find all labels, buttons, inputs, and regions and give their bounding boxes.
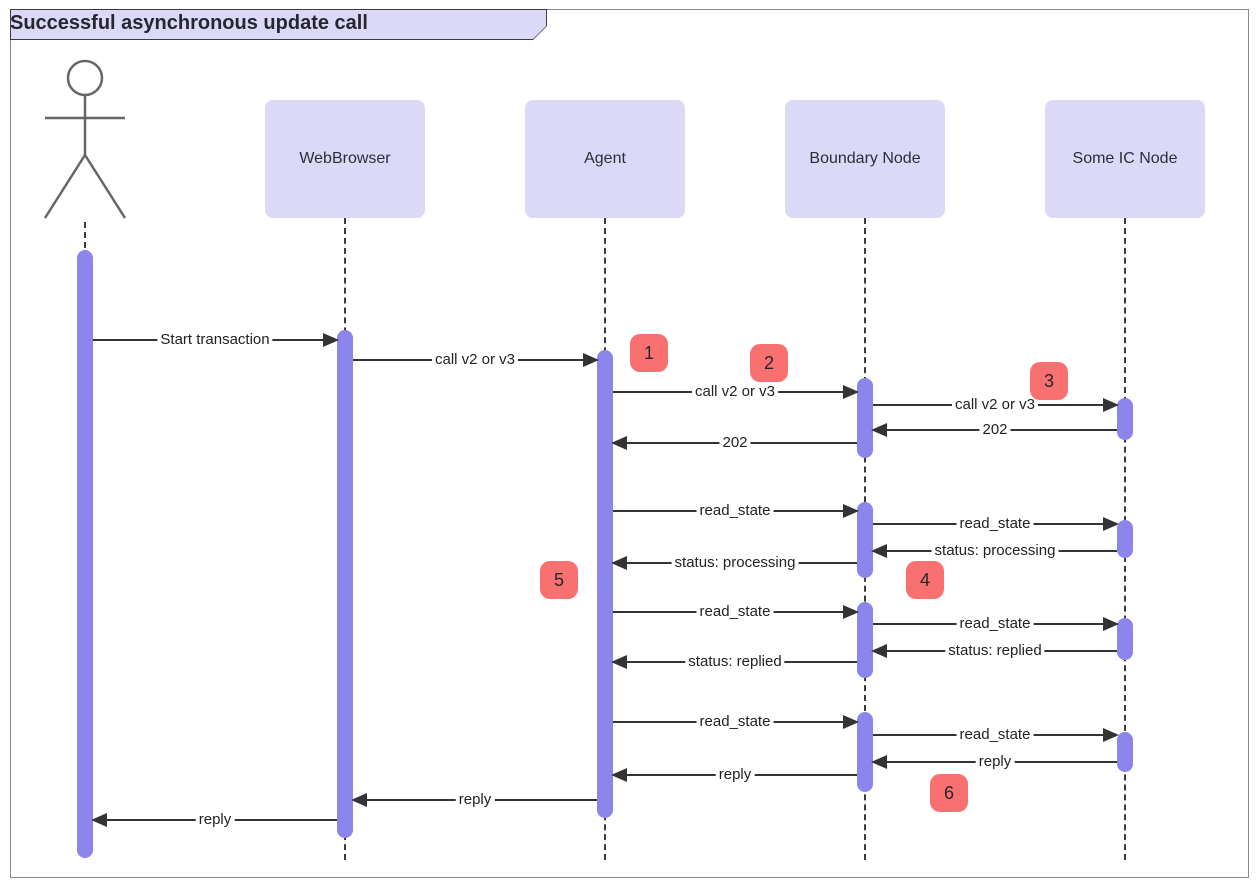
- activation-bar-ic-node: [1117, 732, 1133, 772]
- activation-bar-actor: [77, 250, 93, 858]
- activation-bar-boundary: [857, 602, 873, 678]
- message-arrow: call v2 or v3: [353, 351, 599, 369]
- message-label: Start transaction: [157, 331, 273, 349]
- message-label: status: replied: [685, 653, 785, 671]
- message-label: 202: [719, 434, 751, 452]
- arrowhead-left-icon: [611, 655, 627, 669]
- message-arrow: call v2 or v3: [873, 396, 1119, 414]
- message-label: read_state: [696, 603, 774, 621]
- step-badge-2: 2: [750, 344, 788, 382]
- arrowhead-right-icon: [843, 715, 859, 729]
- participant-label: Agent: [584, 150, 626, 167]
- arrowhead-right-icon: [1103, 398, 1119, 412]
- step-badge-label: 6: [943, 782, 954, 803]
- title-tab-fill: [11, 10, 546, 39]
- message-label: reply: [975, 753, 1015, 771]
- arrowhead-right-icon: [843, 504, 859, 518]
- arrowhead-right-icon: [323, 333, 339, 347]
- activation-bar-ic-node: [1117, 618, 1133, 660]
- activation-bar-boundary: [857, 712, 873, 792]
- message-arrow: status: processing: [871, 542, 1117, 560]
- diagram-title: Successful asynchronous update call: [10, 12, 368, 34]
- step-badge-6: 6: [930, 774, 968, 812]
- message-label: read_state: [956, 615, 1034, 633]
- activation-bar-boundary: [857, 378, 873, 458]
- message-label: status: processing: [671, 554, 799, 572]
- message-arrow: call v2 or v3: [613, 383, 859, 401]
- step-badge-label: 4: [919, 569, 930, 590]
- arrowhead-left-icon: [611, 556, 627, 570]
- participant-label: WebBrowser: [299, 150, 391, 167]
- arrowhead-left-icon: [91, 813, 107, 827]
- message-label: read_state: [696, 713, 774, 731]
- arrowhead-right-icon: [843, 605, 859, 619]
- message-arrow: Start transaction: [93, 331, 339, 349]
- participant-box-webbrowser: WebBrowser: [265, 100, 425, 218]
- message-label: call v2 or v3: [691, 383, 779, 401]
- step-badge-5: 5: [540, 561, 578, 599]
- message-label: read_state: [696, 502, 774, 520]
- message-label: reply: [455, 791, 495, 809]
- activation-bar-boundary: [857, 502, 873, 578]
- arrowhead-left-icon: [871, 423, 887, 437]
- activation-bar-agent: [597, 350, 613, 818]
- message-arrow: status: replied: [871, 642, 1117, 660]
- arrowhead-right-icon: [1103, 728, 1119, 742]
- participant-box-agent: Agent: [525, 100, 685, 218]
- activation-bar-webbrowser: [337, 330, 353, 838]
- message-label: status: processing: [931, 542, 1059, 560]
- message-arrow: read_state: [873, 615, 1119, 633]
- arrowhead-left-icon: [351, 793, 367, 807]
- arrowhead-left-icon: [871, 544, 887, 558]
- message-arrow: read_state: [613, 713, 859, 731]
- message-arrow: read_state: [613, 603, 859, 621]
- arrowhead-left-icon: [611, 768, 627, 782]
- title-tab: [10, 9, 547, 40]
- step-badge-1: 1: [630, 334, 668, 372]
- message-arrow: status: processing: [611, 554, 857, 572]
- message-arrow: read_state: [613, 502, 859, 520]
- step-badge-3: 3: [1030, 362, 1068, 400]
- message-label: call v2 or v3: [951, 396, 1039, 414]
- message-arrow: reply: [351, 791, 597, 809]
- step-badge-label: 2: [763, 352, 774, 373]
- diagram-frame: [10, 9, 1249, 878]
- message-label: reply: [715, 766, 755, 784]
- arrowhead-right-icon: [1103, 517, 1119, 531]
- message-arrow: reply: [611, 766, 857, 784]
- activation-bar-ic-node: [1117, 520, 1133, 558]
- actor-figure: [43, 59, 127, 219]
- arrowhead-right-icon: [843, 385, 859, 399]
- arrowhead-left-icon: [871, 644, 887, 658]
- message-arrow: 202: [871, 421, 1117, 439]
- message-arrow: 202: [611, 434, 857, 452]
- participant-label: Boundary Node: [809, 150, 921, 167]
- step-badge-4: 4: [906, 561, 944, 599]
- arrowhead-right-icon: [583, 353, 599, 367]
- activation-bar-ic-node: [1117, 398, 1133, 440]
- step-badge-label: 3: [1043, 370, 1054, 391]
- arrowhead-right-icon: [1103, 617, 1119, 631]
- message-label: call v2 or v3: [431, 351, 519, 369]
- message-arrow: reply: [91, 811, 337, 829]
- message-arrow: status: replied: [611, 653, 857, 671]
- step-badge-label: 1: [643, 342, 654, 363]
- message-label: reply: [195, 811, 235, 829]
- arrowhead-left-icon: [611, 436, 627, 450]
- message-label: read_state: [956, 515, 1034, 533]
- message-arrow: read_state: [873, 515, 1119, 533]
- participant-box-boundary: Boundary Node: [785, 100, 945, 218]
- message-arrow: read_state: [873, 726, 1119, 744]
- message-arrow: reply: [871, 753, 1117, 771]
- participant-box-ic-node: Some IC Node: [1045, 100, 1205, 218]
- arrowhead-left-icon: [871, 755, 887, 769]
- participant-label: Some IC Node: [1072, 150, 1178, 167]
- message-label: status: replied: [945, 642, 1045, 660]
- message-label: read_state: [956, 726, 1034, 744]
- message-label: 202: [979, 421, 1011, 439]
- step-badge-label: 5: [553, 569, 564, 590]
